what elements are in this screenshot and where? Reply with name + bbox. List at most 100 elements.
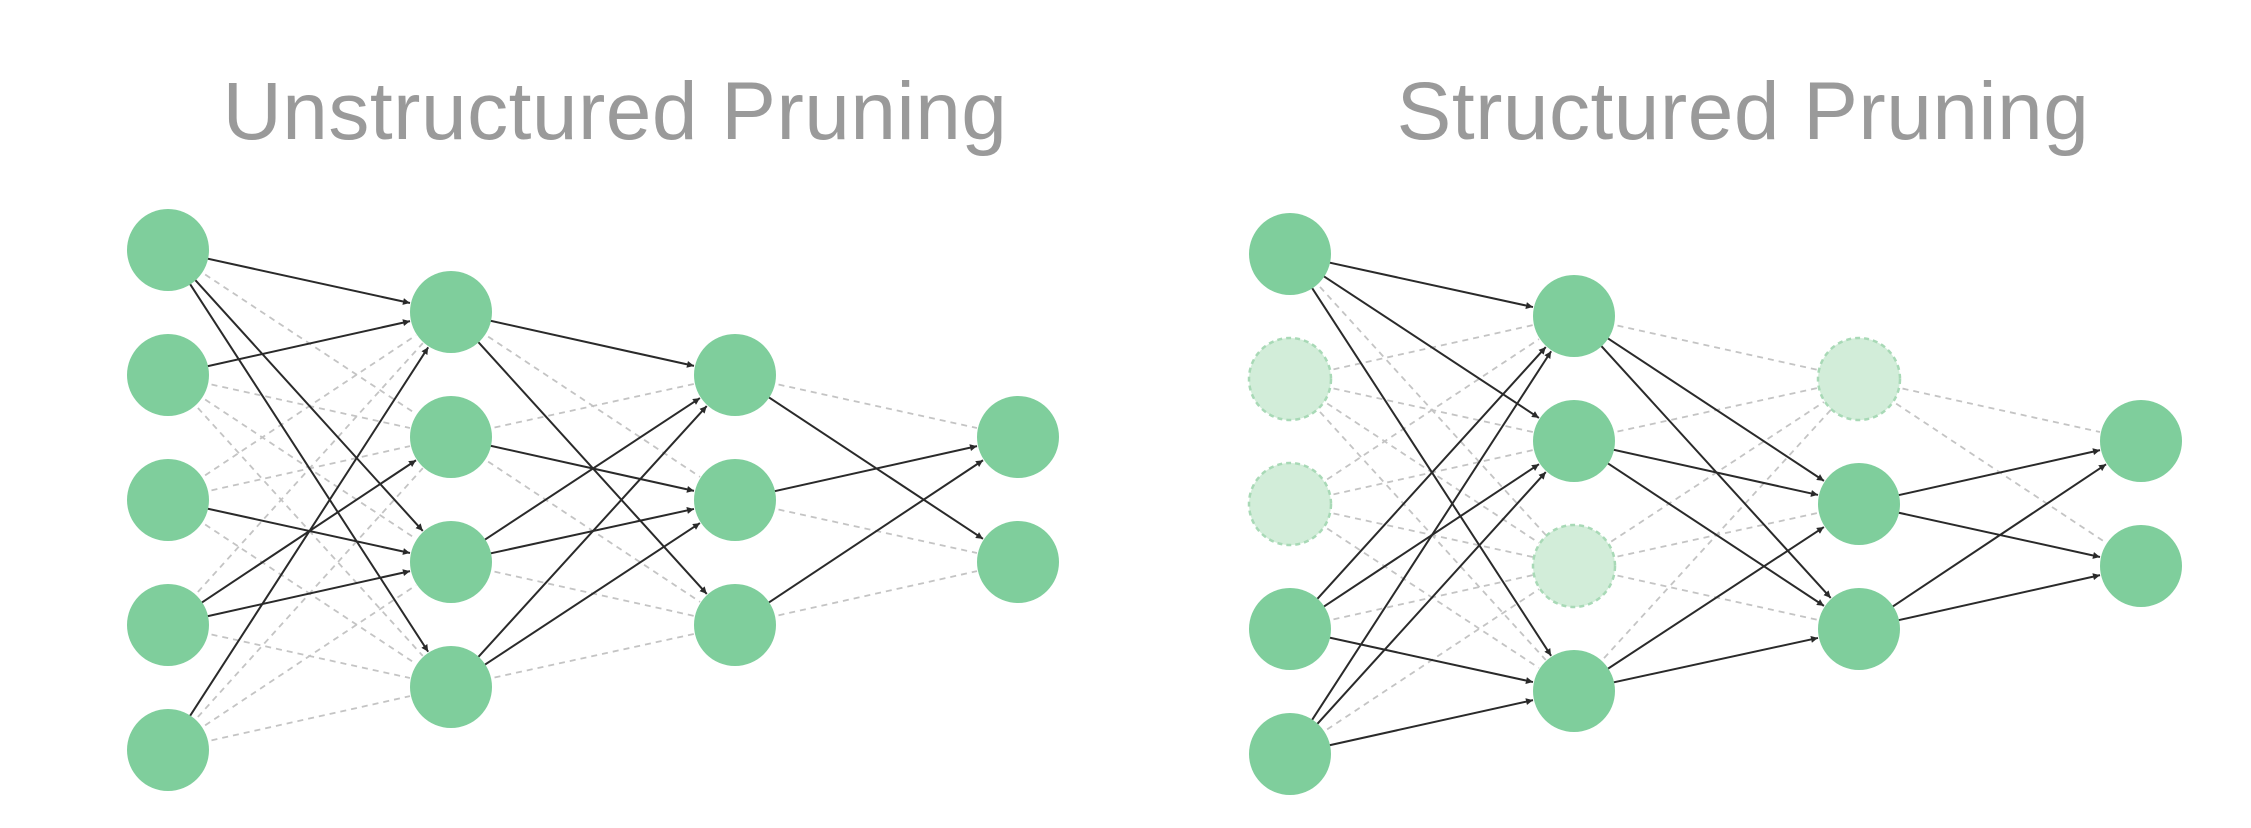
unstructured-pruned-connection xyxy=(756,570,978,621)
unstructured-kept-connection xyxy=(756,444,978,497)
unstructured-pruned-connection xyxy=(182,391,424,657)
structured-pruned-connection xyxy=(1592,401,1825,555)
unstructured-neuron xyxy=(410,521,492,603)
structured-pruned-connection xyxy=(1308,588,1540,743)
unstructured-neuron xyxy=(127,459,209,541)
unstructured-pruning-title: Unstructured Pruning xyxy=(222,66,1008,157)
unstructured-pruned-connection xyxy=(469,448,701,603)
unstructured-neuron xyxy=(977,396,1059,478)
unstructured-neuron xyxy=(127,709,209,791)
unstructured-neuron xyxy=(410,396,492,478)
unstructured-pruned-connection xyxy=(186,511,417,665)
structured-pruning-panel: Structured Pruning xyxy=(1125,0,2251,828)
unstructured-pruned-connection xyxy=(469,323,701,478)
structured-pruned-neuron xyxy=(1816,336,1902,422)
structured-neuron xyxy=(1533,400,1615,482)
structured-pruned-connection xyxy=(1311,574,1534,625)
structured-neuron xyxy=(1533,650,1615,732)
structured-pruned-connection xyxy=(1588,409,1832,675)
structured-pruned-connection xyxy=(1877,390,2107,544)
unstructured-pruned-connection xyxy=(472,566,695,617)
structured-pruned-connection xyxy=(1595,569,1819,621)
structured-kept-connection xyxy=(1595,635,1819,688)
unstructured-kept-connection xyxy=(465,405,708,671)
unstructured-pruned-connection xyxy=(189,628,411,679)
unstructured-kept-connection xyxy=(753,459,984,614)
unstructured-kept-connection xyxy=(189,319,411,372)
unstructured-pruned-connection xyxy=(186,334,417,489)
unstructured-pruned-connection xyxy=(186,584,417,739)
unstructured-pruned-connection xyxy=(182,467,424,734)
unstructured-pruned-connection xyxy=(189,445,411,496)
structured-kept-connection xyxy=(1304,471,1547,738)
unstructured-pruned-connection xyxy=(756,378,978,429)
structured-kept-connection xyxy=(1588,332,1832,599)
structured-pruned-connection xyxy=(1595,319,1819,371)
structured-pruned-connection xyxy=(1595,387,1819,438)
unstructured-kept-connection xyxy=(186,459,417,614)
unstructured-kept-connection xyxy=(189,253,411,305)
structured-kept-connection xyxy=(1880,448,2101,501)
structured-kept-connection xyxy=(1880,507,2101,559)
structured-pruning-title: Structured Pruning xyxy=(1396,66,2090,157)
unstructured-kept-connection xyxy=(472,440,695,493)
unstructured-kept-connection xyxy=(189,503,411,555)
structured-neuron xyxy=(1533,275,1615,357)
unstructured-neuron xyxy=(410,646,492,728)
structured-neuron xyxy=(2100,400,2182,482)
structured-pruned-connection xyxy=(1311,324,1534,375)
unstructured-pruned-connection xyxy=(186,386,417,540)
structured-kept-connection xyxy=(1311,257,1534,309)
structured-pruned-neuron xyxy=(1531,523,1617,609)
unstructured-pruned-connection xyxy=(472,633,695,684)
structured-kept-connection xyxy=(1592,452,1825,607)
structured-neuron xyxy=(1249,713,1331,795)
structured-kept-connection xyxy=(1311,632,1534,684)
unstructured-kept-connection xyxy=(465,328,708,595)
unstructured-neuron xyxy=(694,584,776,666)
unstructured-pruning-panel: Unstructured Pruning xyxy=(0,0,1125,828)
unstructured-kept-connection xyxy=(753,386,984,540)
structured-kept-connection xyxy=(1301,350,1552,736)
structured-pruned-neuron xyxy=(1247,336,1333,422)
unstructured-kept-connection xyxy=(179,346,430,732)
unstructured-pruned-connection xyxy=(189,695,411,746)
structured-pruned-connection xyxy=(1595,512,1819,563)
unstructured-kept-connection xyxy=(179,268,430,653)
structured-pruned-connection xyxy=(1880,382,2101,433)
unstructured-kept-connection xyxy=(182,266,424,532)
structured-kept-connection xyxy=(1592,327,1825,482)
unstructured-neuron xyxy=(977,521,1059,603)
unstructured-pruned-connection xyxy=(186,261,417,415)
structured-kept-connection xyxy=(1308,265,1540,419)
unstructured-kept-connection xyxy=(469,522,701,676)
unstructured-neuron xyxy=(410,271,492,353)
structured-kept-connection xyxy=(1595,444,1819,497)
unstructured-kept-connection xyxy=(469,397,701,551)
structured-pruned-connection xyxy=(1311,449,1534,500)
unstructured-neuron xyxy=(694,459,776,541)
structured-pruned-neuron xyxy=(1247,461,1333,547)
unstructured-pruned-connection xyxy=(182,342,424,609)
structured-kept-connection xyxy=(1877,463,2107,618)
structured-kept-connection xyxy=(1880,573,2101,626)
unstructured-neuron xyxy=(127,334,209,416)
structured-kept-connection xyxy=(1308,463,1540,618)
structured-pruned-connection xyxy=(1308,390,1540,544)
structured-neuron xyxy=(1818,463,1900,545)
structured-pruned-connection xyxy=(1304,270,1547,536)
structured-kept-connection xyxy=(1304,346,1547,613)
structured-pruned-connection xyxy=(1311,382,1534,433)
unstructured-kept-connection xyxy=(472,315,695,368)
structured-neuron xyxy=(1249,588,1331,670)
structured-kept-connection xyxy=(1311,698,1534,751)
unstructured-kept-connection xyxy=(472,507,695,559)
unstructured-neuron xyxy=(127,584,209,666)
structured-neuron xyxy=(1818,588,1900,670)
unstructured-kept-connection xyxy=(189,569,411,622)
structured-kept-connection xyxy=(1592,526,1825,680)
structured-pruned-connection xyxy=(1308,338,1540,493)
structured-pruned-connection xyxy=(1308,515,1540,669)
structured-pruned-connection xyxy=(1304,395,1547,661)
